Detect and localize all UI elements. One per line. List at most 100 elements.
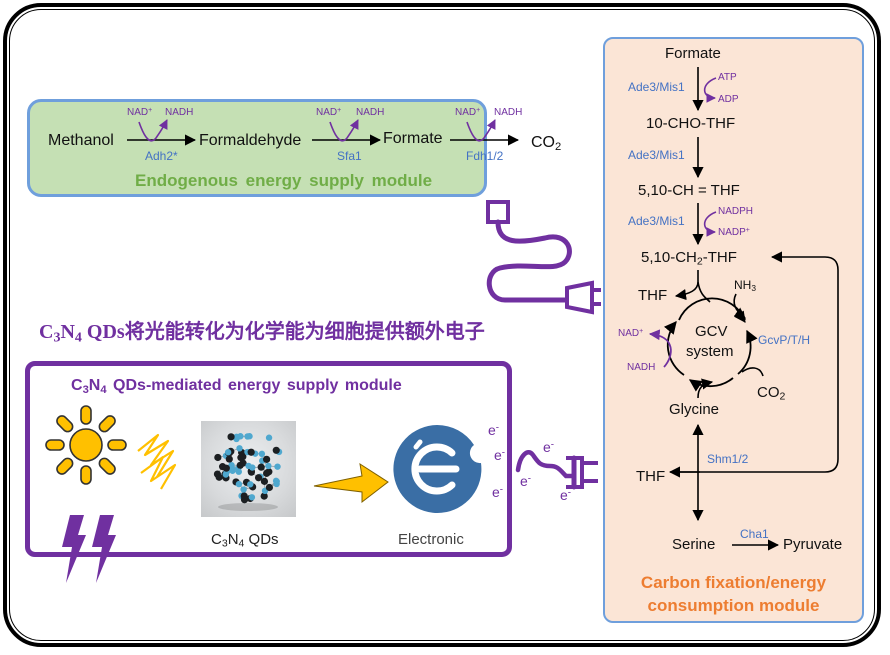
qd-module-title: C3N4 QDs-mediated energy supply module	[71, 377, 402, 396]
reaction-arrow	[674, 270, 699, 301]
qd-atom	[254, 474, 263, 482]
electron-wire	[515, 450, 577, 479]
metabolite-pyruvate: Pyruvate	[783, 536, 843, 553]
metabolite-nh3: NH3	[734, 278, 757, 294]
metabolite-formate: Formate	[665, 45, 721, 62]
gcv-system-label-1: GCV	[695, 323, 728, 340]
qd-atom	[240, 496, 249, 504]
qd-atom	[247, 481, 254, 488]
electron-label: e-	[492, 484, 504, 500]
metabolite-co2: CO2	[531, 134, 562, 153]
cofactor-nadph: NADPH	[718, 206, 754, 217]
endogenous-energy-module	[27, 99, 487, 197]
light-wave-icon	[137, 433, 177, 490]
electron-label: e-	[520, 473, 532, 489]
metabolite-methanol: Methanol	[48, 132, 114, 149]
enzyme-ade3-mis1: Ade3/Mis1	[628, 148, 685, 162]
qd-atom	[235, 468, 242, 475]
cofactor-nad-plus: NAD+	[316, 106, 342, 118]
qd-atom	[240, 486, 247, 493]
qd-atom	[258, 450, 266, 458]
qd-atom	[237, 454, 245, 462]
qd-atom	[228, 464, 235, 472]
enzyme-fdh12: Fdh1/2	[466, 149, 504, 163]
qd-atom	[272, 446, 280, 454]
cofactor-nadh: NADH	[494, 107, 523, 118]
cofactor-nad-plus: NAD+	[127, 106, 153, 118]
metabolite-thf: THF	[636, 468, 666, 485]
qd-atom	[227, 433, 235, 441]
enzyme-gcvpth: GcvP/T/H	[758, 333, 811, 347]
lightning-icon	[62, 515, 116, 583]
qd-atom	[265, 483, 273, 492]
metabolite-formaldehyde: Formaldehyde	[199, 132, 302, 149]
metabolite-thf: THF	[638, 287, 668, 304]
metabolite-10-cho-thf: 10-CHO-THF	[646, 115, 736, 132]
metabolite-5-10-ch-thf: 5,10-CH = THF	[638, 182, 740, 199]
metabolite-co2: CO2	[757, 384, 786, 403]
metabolite-formate: Formate	[383, 130, 443, 147]
enzyme-shm12: Shm1/2	[707, 452, 749, 466]
cofactor-nadp-plus: NADP+	[718, 226, 750, 238]
headline-caption: C3N4 QDs将光能转化为化学能为细胞提供额外电子	[39, 321, 485, 346]
electron-label: e-	[494, 447, 506, 463]
qd-atom	[236, 461, 244, 469]
qd-atom	[248, 494, 256, 501]
gcv-system-label-2: system	[686, 343, 734, 360]
transfer-arrow	[313, 462, 389, 504]
qd-atom	[224, 449, 232, 456]
metabolite-glycine: Glycine	[669, 401, 720, 418]
inner-frame	[9, 9, 875, 641]
qd-atom	[235, 480, 243, 488]
cofactor-curve	[648, 329, 672, 368]
cofactor-nadh: NADH	[627, 362, 656, 373]
qd-atom	[260, 477, 269, 485]
c3n4-quantum-dot-image	[201, 421, 296, 517]
qd-atom	[236, 445, 243, 452]
qd-atom	[260, 492, 268, 500]
qd-atom	[245, 462, 252, 470]
electron-label: e-	[488, 422, 500, 438]
qd-atom	[265, 434, 273, 441]
cofactor-curve	[703, 77, 717, 103]
qd-atom	[263, 469, 271, 477]
cofactor-curve	[138, 119, 168, 142]
cofactor-nadh: NADH	[356, 107, 385, 118]
qd-atom	[265, 462, 272, 470]
plug-icon	[565, 280, 594, 315]
cofactor-nadh: NADH	[165, 107, 194, 118]
qd-atom	[222, 464, 230, 472]
sun-icon	[45, 405, 127, 485]
cofactor-curve	[466, 119, 496, 142]
enzyme-cha1: Cha1	[740, 527, 769, 541]
electron-label: e-	[560, 487, 572, 503]
carbon-fixation-module	[603, 37, 864, 623]
endogenous-module-title: Endogenous energy supply module	[135, 171, 433, 190]
reaction-arrow	[672, 251, 839, 473]
qd-atom	[257, 463, 265, 471]
qd-atom	[237, 433, 244, 440]
qd-atom	[247, 448, 255, 456]
cofactor-curve	[329, 119, 359, 142]
qd-label: C3N4 QDs	[211, 531, 279, 550]
qd-atom	[273, 480, 280, 488]
metabolite-5-10-ch2-thf: 5,10-CH2-THF	[641, 249, 737, 268]
qd-atom	[244, 433, 251, 440]
enzyme-ade3-mis1: Ade3/Mis1	[628, 214, 685, 228]
qd-atom	[263, 455, 271, 463]
qd-atom	[225, 455, 233, 463]
electron-label: e-	[543, 439, 555, 455]
electronic-label: Electronic	[398, 531, 464, 548]
metabolite-serine: Serine	[672, 536, 716, 553]
qd-atom	[274, 463, 281, 470]
qd-atom	[213, 470, 222, 478]
enzyme-ade3-mis1: Ade3/Mis1	[628, 80, 685, 94]
enzyme-sfa1: Sfa1	[337, 149, 362, 163]
qd-atom	[214, 453, 222, 462]
cable-wire	[486, 219, 572, 303]
cofactor-curve	[703, 211, 717, 237]
